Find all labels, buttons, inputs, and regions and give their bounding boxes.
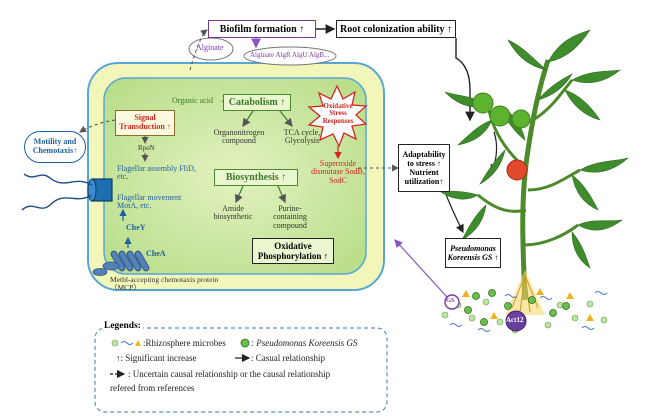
biosynthesis-box: Biosynthesis ↑: [214, 169, 298, 186]
oxidative-phosphorylation-label: Oxidative Phosphorylation ↑: [257, 240, 329, 261]
biofilm-formation-box: Biofilm formation ↑: [208, 20, 316, 38]
act12-marker: [505, 310, 527, 332]
organonitrogen-label: Organonitrogen compound: [213, 128, 265, 146]
flagellar-assembly-label: Flagellar assembly FliD, etc.: [117, 164, 196, 182]
legend-uncertain: : Uncertain causal relationship or the c…: [128, 369, 331, 379]
legend-rhizosphere: :Rhizosphere microbes: [143, 338, 226, 348]
adaptability-label: Adaptability to stress ↑ Nutrient utiliz…: [402, 149, 446, 187]
legend-refered: refered from references: [110, 383, 195, 393]
mcp-receptors: [92, 250, 150, 276]
plant-illustration: [437, 29, 629, 315]
alginate-genes-label: Alginate AlgR AlgU AlgB...: [250, 51, 330, 59]
adaptability-box: Adaptability to stress ↑ Nutrient utiliz…: [398, 144, 450, 192]
pseudomonas-label: Pseudomonas Koreensis GS ↑: [447, 243, 499, 262]
biofilm-formation-label: Biofilm formation ↑: [219, 23, 305, 35]
oxidative-stress-label: Oxidative Stress Responses: [322, 102, 354, 125]
alginate-genes-cloud-shape: [243, 46, 337, 66]
chey-label: CheY: [126, 223, 146, 232]
signal-transduction-label: Signal Transduction ↑: [119, 113, 171, 131]
alginate-cloud-shape: [188, 37, 234, 61]
gs-marker: [444, 294, 460, 310]
act12-label: Act12: [506, 316, 524, 324]
purine-label: Purine-containing compound: [273, 204, 307, 230]
oxidative-phosphorylation-box: Oxidative Phosphorylation ↑: [252, 238, 334, 264]
tca-label: TCA cycle, Glycolysis: [283, 128, 321, 146]
mcp-label: Methl-accepting chemotaxis protein（MCP）: [110, 275, 219, 292]
flagellar-movement-label: Flagellar movement MotA, etc.: [117, 193, 182, 211]
chea-label: CheA: [146, 249, 166, 258]
oxidative-stress-burst: [307, 84, 368, 148]
superoxide-label: Superoxide dismutase SodB, SodC: [311, 159, 365, 185]
alginate-cloud-label: Alginate: [196, 43, 224, 52]
flagellum-1: [23, 173, 93, 186]
legend-pk-gs: : Pseudomonas Koreensis GS: [251, 338, 358, 348]
flagellum-2: [21, 194, 93, 211]
gs-marker-label: GS: [446, 297, 455, 304]
legend-title: Legends:: [102, 321, 143, 332]
catabolism-box: Catabolism ↑: [223, 94, 291, 111]
root-colonization-box: Root colonization ability ↑: [336, 20, 456, 38]
motility-chemotaxis-label: Motility and Chemotaxis↑: [32, 137, 78, 155]
legend-significant: ↑: Significant increase: [116, 353, 197, 363]
biosynthesis-label: Biosynthesis ↑: [225, 172, 287, 183]
organic-acid-label: Organic acid: [172, 96, 213, 105]
legend-box: [94, 327, 388, 413]
pseudomonas-box: Pseudomonas Koreensis GS ↑: [445, 238, 501, 268]
amide-label: Amide biosynthetic: [213, 204, 253, 222]
catabolism-label: Catabolism ↑: [228, 97, 286, 108]
legend-causal: : Casual relationship: [251, 353, 325, 363]
rpon-label: RpoN: [138, 144, 155, 152]
motility-chemotaxis-box: Motility and Chemotaxis↑: [24, 131, 86, 163]
signal-transduction-box: Signal Transduction ↑: [115, 110, 175, 136]
root-colonization-label: Root colonization ability ↑: [340, 23, 452, 35]
